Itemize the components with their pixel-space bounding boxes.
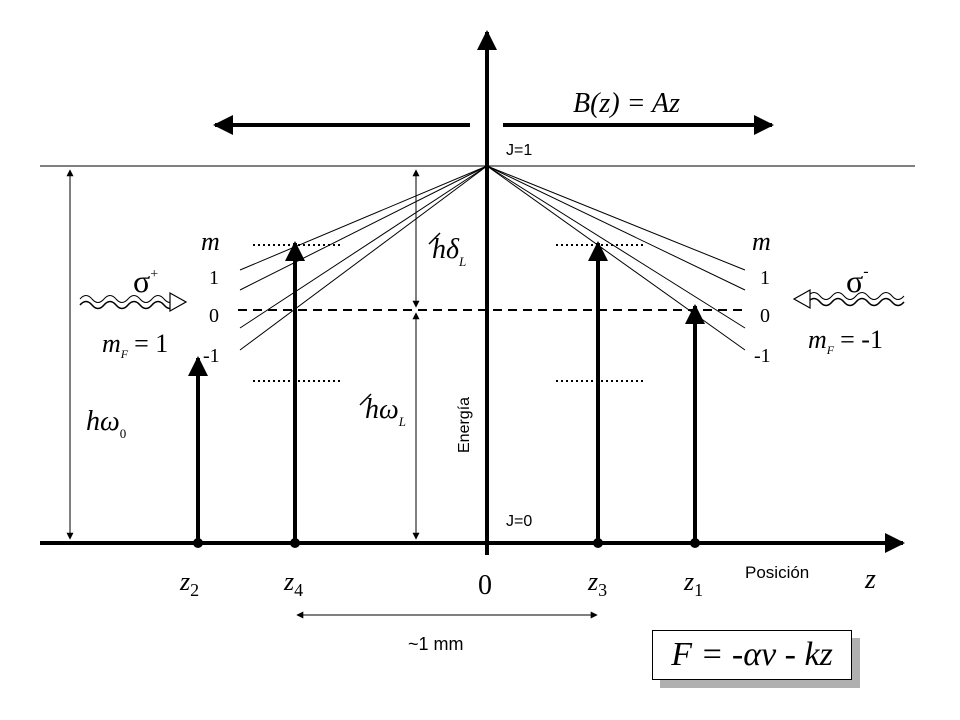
position-dot-z3 <box>593 538 603 548</box>
position-label-z1: z1 <box>683 567 703 600</box>
z-axis-symbol: z <box>864 564 876 595</box>
photon-arrowhead-right <box>792 288 811 310</box>
fan-line-right-2 <box>486 165 746 291</box>
force-formula-box: F = -αv - kz <box>652 630 852 680</box>
m-header-left: m <box>201 227 220 256</box>
hbar-slash-delta <box>428 232 441 245</box>
h-delta-l-label: hδL <box>432 234 466 269</box>
position-label-z3: z3 <box>587 567 607 600</box>
position-label-z4: z4 <box>283 567 303 600</box>
hbar-slash-omega <box>359 393 372 406</box>
fan-line-right-4 <box>486 165 746 351</box>
transition-arrows <box>188 241 705 541</box>
energy-axis-label: Energía <box>456 397 473 453</box>
force-formula: F = -αv - kz <box>671 636 833 673</box>
sublevel-right-1: 1 <box>760 267 770 289</box>
sigma-minus-label: σ- <box>846 263 869 299</box>
sublevel-right-0: 0 <box>760 305 770 327</box>
zeeman-fan <box>239 165 746 351</box>
photon-wave-left-2 <box>79 295 177 303</box>
position-dot-z1 <box>690 538 700 548</box>
position-label-z2: z2 <box>179 567 199 600</box>
origin-label: 0 <box>478 570 492 601</box>
fan-line-left-2 <box>239 165 488 291</box>
h-omega0-label: hω0 <box>86 406 126 441</box>
photon-wave-right <box>807 297 905 307</box>
photon-arrowhead-left <box>169 291 188 313</box>
position-dot-z4 <box>290 538 300 548</box>
field-formula: B(z) = Az <box>573 88 680 119</box>
position-dot-z2 <box>193 538 203 548</box>
sublevel-left-minus1: -1 <box>203 345 220 367</box>
sublevel-left-1: 1 <box>209 267 219 289</box>
dotted-marks <box>253 244 645 382</box>
photon-wave-right-2 <box>807 292 905 300</box>
scale-label: ~1 mm <box>408 634 464 654</box>
fan-line-left-3 <box>239 165 488 329</box>
m-header-right: m <box>752 227 771 256</box>
position-dots <box>193 538 700 548</box>
upper-level-label: J=1 <box>506 142 532 159</box>
fan-line-right-1 <box>486 165 746 271</box>
h-omega-l-label: hωL <box>365 394 406 429</box>
sigma-plus-label: σ+ <box>133 263 158 299</box>
mf-left-label: mF= 1 <box>102 329 168 361</box>
fan-line-left-4 <box>239 165 488 351</box>
fan-line-left-1 <box>239 165 488 271</box>
sublevel-left-0: 0 <box>209 305 219 327</box>
fan-line-right-3 <box>486 165 746 329</box>
photon-wave-left <box>79 300 178 310</box>
lower-level-label: J=0 <box>506 513 532 530</box>
position-axis-label: Posición <box>745 563 809 582</box>
sublevel-right-minus1: -1 <box>754 345 771 367</box>
mf-right-label: mF= -1 <box>808 325 883 357</box>
